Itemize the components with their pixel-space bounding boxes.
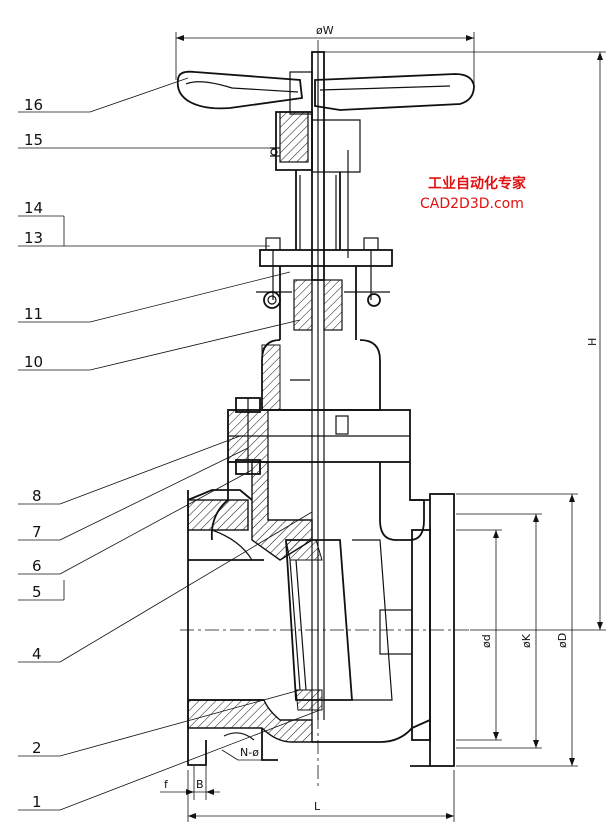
part-label-16: 16 [24,96,43,114]
part-label-8: 8 [32,487,42,505]
dim-label-f: f [164,778,169,791]
dim-label-n: N-ø [240,746,259,759]
center-lines [180,40,470,790]
dim-label-h: H [586,338,599,346]
bonnet [227,339,411,475]
dim-label-d: ød [480,634,493,648]
part-label-1: 1 [32,793,42,811]
dim-label-w: øW [316,24,334,37]
part-label-15: 15 [24,131,43,149]
dim-label-k: øK [520,633,533,648]
watermark-url: CAD2D3D.com [420,196,524,212]
part-label-2: 2 [32,739,42,757]
handwheel [176,70,475,115]
part-label-4: 4 [32,645,42,663]
part-label-7: 7 [32,523,42,541]
yoke-nut [270,111,361,173]
dimension-lines [160,32,606,822]
part-label-10: 10 [24,353,43,371]
part-label-14: 14 [24,199,43,217]
dim-label-D: øD [556,633,569,648]
part-numbers: 16 15 14 13 11 10 8 7 6 5 4 2 1 [24,96,43,811]
leader-lines [18,77,321,811]
dimension-labels: øW H ød øK øD L f B N-ø [164,24,599,813]
part-label-5: 5 [32,583,42,601]
gland-assembly [256,237,393,340]
yoke [295,150,349,258]
dim-label-l: L [314,800,321,813]
watermark: 工业自动化专家 CAD2D3D.com [420,175,527,212]
part-label-13: 13 [24,229,43,247]
valve-body [187,461,455,767]
part-label-6: 6 [32,557,42,575]
dim-label-b: B [196,778,204,791]
part-label-11: 11 [24,305,43,323]
watermark-title: 工业自动化专家 [428,175,527,192]
